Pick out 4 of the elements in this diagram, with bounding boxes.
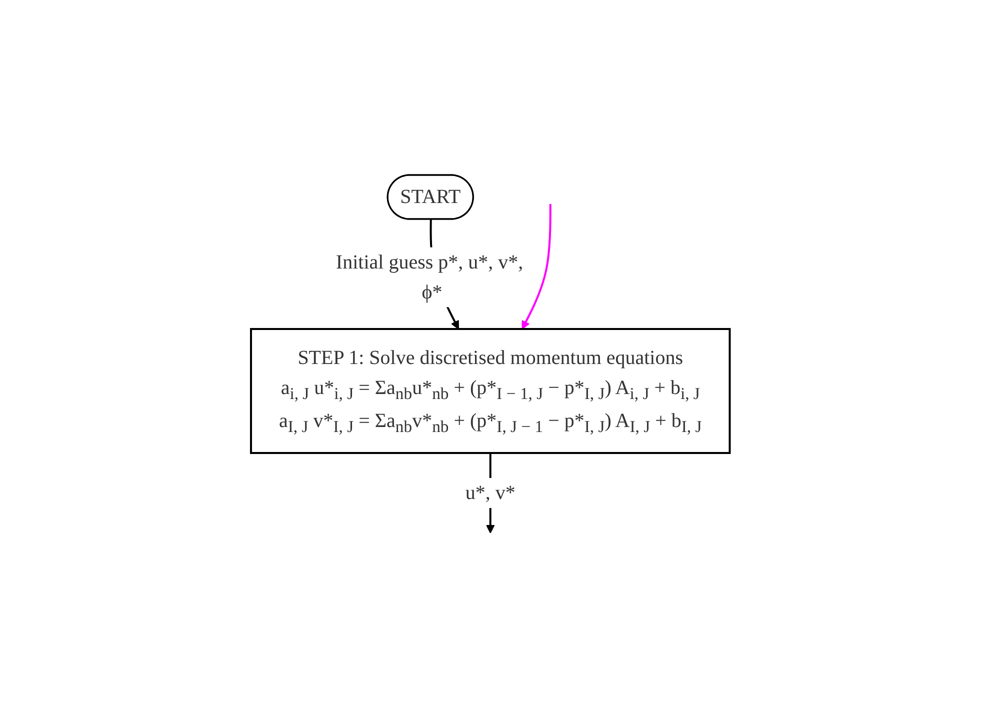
edge-label: u*, v* <box>466 478 516 508</box>
arrow <box>522 204 552 329</box>
process-box: STEP 1: Solve discretised momentum equations a$_{i, J}$ u*$_{i, J}$ = Σa$_{nb}$u*$_{nb}$ + (p*$_{I − 1, J}$ − p*$_{I, J}$) A$_{i, J}$ + b$_{i, J}$ a$_{I, J}$ v*$_{I, J}$ = Σa$_{nb}$v*$_{nb}$ + (p*$_{I, J − 1}$ − p*$_{I, J}$) A$_{I, J}$ + b$_{I, J}$ <box>250 328 731 454</box>
terminator-box: START <box>386 174 474 220</box>
